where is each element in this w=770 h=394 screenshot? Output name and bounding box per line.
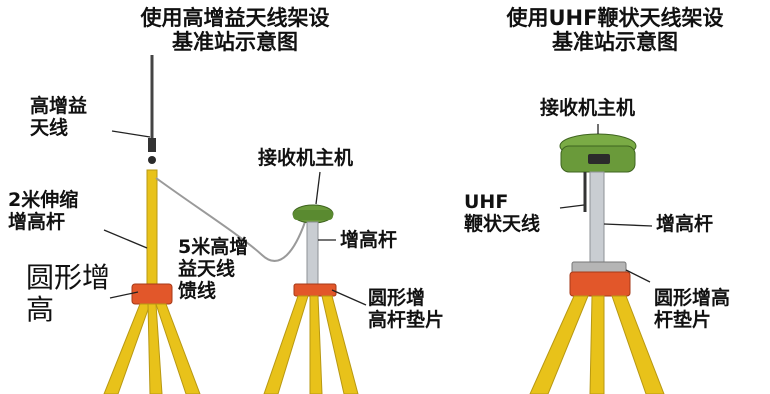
left-title: 使用高增益天线架设 基准站示意图: [140, 6, 330, 55]
label-receiver-mid: 接收机主机: [258, 147, 354, 169]
left-tripod-leg-1: [103, 303, 151, 394]
leader-pad-right: [625, 269, 651, 283]
label-telescopic-pole: 2米伸缩 增高杆: [8, 189, 79, 233]
right-tripod-leg-1: [529, 295, 589, 394]
antenna-knob: [148, 156, 156, 164]
leader-high-gain: [111, 130, 151, 138]
round-riser-shape: [131, 283, 173, 305]
label-high-gain-antenna: 高增益 天线: [30, 95, 88, 139]
pole-mid-shape: [306, 221, 319, 285]
leader-pole-right: [603, 223, 653, 227]
leader-lines: [103, 124, 653, 306]
telescopic-pole-shape: [146, 169, 158, 286]
label-receiver-right: 接收机主机: [540, 97, 636, 119]
receiver-mid-body: [293, 210, 333, 220]
leader-telescopic: [103, 229, 148, 249]
riser-right-block: [569, 271, 631, 297]
left-tripod-leg-3: [155, 303, 201, 394]
label-feeder-cable: 5米高增 益天线 馈线: [178, 236, 249, 302]
antenna-joint: [148, 138, 156, 152]
label-riser-pole-mid: 增高杆: [340, 229, 398, 251]
right-setup: [529, 133, 665, 394]
mid-tripod-leg-2: [309, 295, 323, 394]
leader-uhf: [559, 204, 585, 209]
left-tripod-leg-2: [147, 303, 163, 394]
leader-receiver-mid: [315, 171, 321, 205]
pole-right-shape: [589, 171, 605, 263]
riser-pad-mid-shape: [293, 283, 337, 297]
middle-setup: [263, 204, 359, 394]
leader-pad-mid: [331, 289, 367, 306]
left-setup: [103, 55, 306, 394]
label-riser-pole-right: 增高杆: [656, 213, 714, 235]
label-round-riser: 圆形增 高: [26, 261, 111, 327]
right-title: 使用UHF鞭状天线架设 基准站示意图: [506, 6, 724, 55]
label-riser-pad-mid: 圆形增 高杆垫片: [368, 287, 445, 331]
right-tripod-leg-2: [589, 295, 605, 394]
mid-tripod-leg-1: [263, 295, 309, 394]
feeder-cable-line: [155, 177, 306, 262]
leader-round-riser: [109, 291, 139, 299]
receiver-right-panel: [588, 154, 610, 164]
mid-tripod-leg-3: [321, 295, 359, 394]
right-tripod-leg-3: [611, 295, 665, 394]
label-riser-pad-right: 圆形增高 杆垫片: [654, 287, 731, 331]
label-uhf-whip: UHF 鞭状天线: [464, 191, 541, 235]
